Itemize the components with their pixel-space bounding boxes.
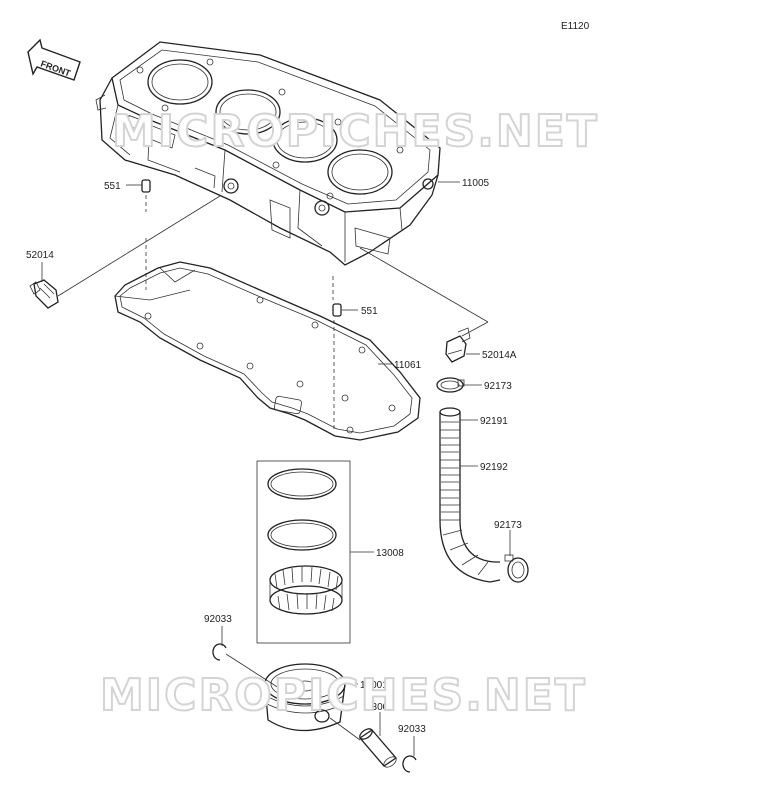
- diagram-code: E1120: [561, 21, 590, 32]
- label-ring-set: 13008: [376, 548, 404, 559]
- label-circlip-right: 92033: [398, 724, 426, 735]
- watermark-bottom: MICROPICHES.NET: [100, 670, 587, 721]
- label-circlip-left: 92033: [204, 614, 232, 625]
- fitting-52014: [29, 279, 59, 309]
- leader-lines: [41, 181, 511, 756]
- label-cylinder: 11005: [462, 178, 490, 189]
- label-fitting-right: 52014A: [482, 350, 517, 361]
- coolant-hose: [439, 407, 501, 583]
- label-dowel-lower: 551: [361, 306, 378, 317]
- label-piston-pin: 13002: [366, 702, 394, 713]
- label-hose-a: 92191: [480, 416, 508, 427]
- label-hose-b: 92192: [480, 462, 508, 473]
- cylinder-block: [95, 41, 441, 266]
- part-labels: 11005 551 551 52014 52014A 11061 92173 9…: [26, 178, 522, 735]
- circlip-left: [212, 643, 227, 661]
- label-clamp-lower: 92173: [494, 520, 522, 531]
- hose-clamp-lower: [504, 554, 529, 583]
- front-arrow-icon: FRONT: [27, 38, 81, 81]
- label-piston: 13001: [360, 680, 388, 691]
- piston-ring-set: [256, 460, 351, 644]
- dowel-pin-lower: [332, 303, 342, 317]
- cylinder-gasket: [114, 261, 421, 441]
- hose-clamp-upper: [436, 377, 465, 393]
- label-clamp-upper: 92173: [484, 381, 512, 392]
- label-gasket: 11061: [394, 360, 422, 371]
- watermark-top: MICROPICHES.NET: [112, 106, 599, 157]
- piston-pin: [359, 728, 397, 768]
- dowel-pin-upper: [141, 179, 151, 193]
- label-dowel-upper: 551: [104, 181, 121, 192]
- label-fitting-left: 52014: [26, 250, 54, 261]
- fitting-52014A: [445, 327, 471, 363]
- circlip-right: [402, 755, 417, 773]
